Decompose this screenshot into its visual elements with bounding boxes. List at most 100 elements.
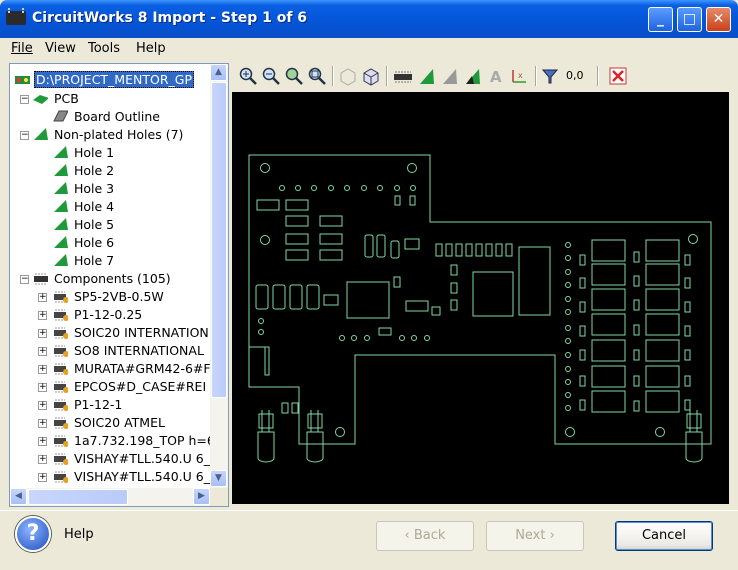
capacitor: [364, 234, 374, 258]
expand-component-icon[interactable]: +: [38, 472, 47, 482]
capacitor: [289, 284, 303, 310]
tree-vertical-scrollbar[interactable]: ▲ ▼: [210, 64, 228, 488]
back-button[interactable]: ‹ Back: [376, 521, 474, 551]
tree-horizontal-scrollbar[interactable]: ◀ ▶: [10, 488, 210, 506]
pad: [450, 264, 458, 276]
expand-component-icon[interactable]: +: [38, 418, 47, 428]
pad-column-left: [565, 242, 571, 411]
scroll-down-icon[interactable]: ▼: [210, 470, 227, 487]
tree-panel[interactable]: D:\PROJECT_MENTOR_GP − PCB Board Outline…: [9, 63, 229, 507]
expand-component-icon[interactable]: +: [38, 382, 47, 392]
pad: [323, 294, 339, 306]
cancel-button[interactable]: Cancel: [615, 521, 713, 551]
ic-chip: [518, 246, 551, 316]
window-title: CircuitWorks 8 Import - Step 1 of 6: [32, 10, 308, 26]
pad: [450, 299, 458, 311]
expand-component-icon[interactable]: +: [38, 364, 47, 374]
maximize-button[interactable]: □: [677, 7, 702, 32]
expand-component-icon[interactable]: +: [38, 328, 47, 338]
minimize-button[interactable]: _: [648, 7, 673, 32]
expand-component-icon[interactable]: +: [38, 346, 47, 356]
expand-component-icon[interactable]: +: [38, 292, 47, 302]
zoom-window-icon[interactable]: [307, 66, 327, 86]
pad: [684, 301, 691, 313]
pad: [684, 277, 691, 289]
pad: [684, 375, 691, 387]
expand-component-icon[interactable]: +: [38, 400, 47, 410]
horizontal-scroll-thumb[interactable]: [28, 489, 128, 505]
tree-item-component-label: SP5-2VB-0.5W: [74, 289, 164, 304]
menu-view[interactable]: View: [45, 41, 76, 56]
scroll-left-icon[interactable]: ◀: [10, 488, 27, 505]
pad: [393, 276, 401, 288]
tree-root[interactable]: D:\PROJECT_MENTOR_GP: [14, 71, 210, 88]
capacitor: [390, 240, 400, 259]
pcb-preview-canvas[interactable]: [232, 92, 729, 504]
delete-icon[interactable]: [608, 66, 628, 86]
resistor: [319, 233, 343, 245]
hole-icon: [54, 236, 68, 248]
mounting-hole: [688, 234, 698, 244]
chip-icon: [34, 273, 48, 285]
menu-tools[interactable]: Tools: [88, 41, 121, 56]
zoom-out-icon[interactable]: [261, 66, 281, 86]
menu-file[interactable]: File: [11, 41, 33, 56]
zoom-in-icon[interactable]: [238, 66, 258, 86]
hole-icon: [54, 182, 68, 194]
coordinates-button[interactable]: 0,0: [566, 69, 584, 82]
plated-holes-icon[interactable]: [463, 66, 483, 86]
led-right: [685, 410, 703, 463]
led-mid: [306, 410, 324, 463]
expand-component-icon[interactable]: +: [38, 436, 47, 446]
pad: [684, 254, 691, 266]
axis-icon[interactable]: x: [509, 66, 529, 86]
scroll-up-icon[interactable]: ▲: [210, 64, 227, 81]
component-icon: [54, 471, 68, 483]
pad: [394, 195, 401, 206]
capacitor: [404, 238, 420, 250]
ic-chip: [346, 281, 390, 319]
resistor: [285, 233, 309, 245]
board-outline-icon: [53, 110, 68, 122]
resistor: [285, 199, 309, 211]
circuitworks-app-icon: [6, 8, 26, 25]
tree-item-component-label: SO8 INTERNATIONAL: [74, 343, 204, 358]
tree-item-hole-label: Hole 3: [74, 181, 115, 196]
close-button[interactable]: ✕: [706, 7, 731, 32]
expand-component-icon[interactable]: +: [38, 310, 47, 320]
component-icon: [54, 309, 68, 321]
tree-item-component-label: P1-12-1: [74, 397, 123, 412]
resistor: [285, 215, 309, 227]
tree-item-hole-label: Hole 1: [74, 145, 115, 160]
pad: [431, 306, 441, 316]
holes-filter-icon[interactable]: [417, 66, 437, 86]
pad-row-top: [279, 185, 416, 191]
pad: [684, 325, 691, 337]
viewer-toolbar: A x 0,0: [232, 63, 729, 89]
components-filter-icon[interactable]: [392, 66, 412, 86]
help-label[interactable]: Help: [64, 527, 94, 542]
tree-item-pcb-label: PCB: [54, 91, 79, 106]
collapse-components-icon[interactable]: −: [20, 274, 29, 284]
outline-filter-icon[interactable]: [440, 66, 460, 86]
tree-item-components-label: Components (105): [54, 271, 171, 286]
menu-help[interactable]: Help: [136, 41, 166, 56]
collapse-holes-icon[interactable]: −: [20, 130, 29, 140]
pad: [258, 329, 264, 335]
help-icon[interactable]: ?: [15, 516, 51, 552]
collapse-pcb-icon[interactable]: −: [20, 94, 29, 104]
pad-column-mid: [579, 254, 586, 411]
filter-icon[interactable]: [540, 66, 560, 86]
tree-view[interactable]: D:\PROJECT_MENTOR_GP − PCB Board Outline…: [10, 64, 210, 488]
vertical-scroll-thumb[interactable]: [211, 82, 227, 398]
expand-component-icon[interactable]: +: [38, 454, 47, 464]
pad-row-center: [435, 243, 513, 257]
tree-root-label: D:\PROJECT_MENTOR_GP: [34, 71, 194, 88]
next-button[interactable]: Next ›: [486, 521, 584, 551]
text-filter-icon[interactable]: A: [486, 66, 506, 86]
zoom-fit-icon[interactable]: [284, 66, 304, 86]
tree-item-component-label: SOIC20 INTERNATION: [74, 325, 209, 340]
view-3d-disabled-icon[interactable]: [338, 66, 358, 86]
scroll-right-icon[interactable]: ▶: [193, 488, 210, 505]
view-box-icon[interactable]: [361, 66, 381, 86]
